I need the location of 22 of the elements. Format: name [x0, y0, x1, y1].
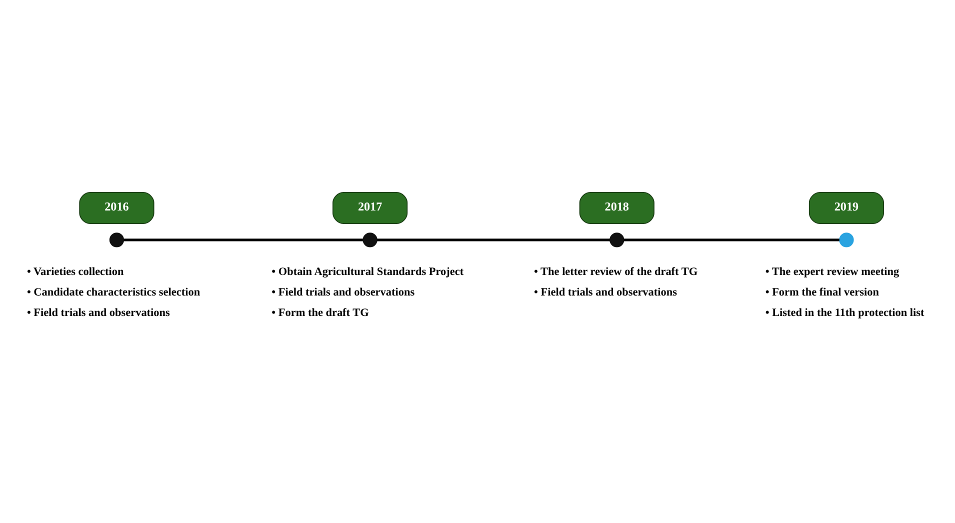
node-label: • Listed in the 11th protection list [765, 307, 924, 320]
node-circle [839, 232, 854, 248]
node-circle [610, 232, 624, 248]
node-circle [109, 232, 124, 248]
connector [624, 238, 840, 242]
node-label: • Varieties collection [26, 266, 124, 278]
node-label: • Field trials and observations [272, 286, 415, 299]
node-label: • Form the draft TG [272, 307, 369, 320]
node-label: • The letter review of the draft TG [534, 266, 698, 278]
node-box: 2017 [332, 192, 408, 224]
node-label: • Form the final version [765, 286, 879, 299]
node-box: 2016 [79, 192, 154, 224]
node-box: 2019 [808, 192, 884, 224]
connector [124, 238, 363, 242]
node-label: • The expert review meeting [765, 266, 900, 278]
node-box: 2018 [579, 192, 654, 224]
connector [376, 238, 610, 242]
node-label: • Obtain Agricultural Standards Project [272, 266, 464, 278]
node-circle [362, 232, 378, 248]
node-label: • Field trials and observations [534, 286, 677, 299]
node-label: • Field trials and observations [26, 307, 170, 320]
node-label: • Candidate characteristics selection [26, 286, 200, 299]
